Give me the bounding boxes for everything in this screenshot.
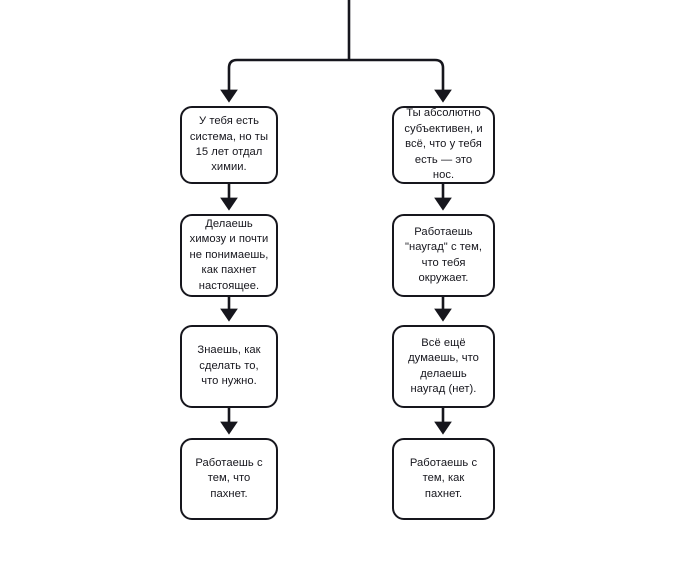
node-label: Работаешь с тем, что пахнет. — [195, 456, 263, 500]
connector-branch-left — [220, 58, 349, 103]
connector-branch-right — [349, 58, 452, 103]
node-label: Всё ещё думаешь, что делаешь наугад (нет… — [408, 336, 479, 395]
flowchart-node-left-4: Работаешь с тем, что пахнет. — [180, 438, 278, 520]
flowchart-node-right-4: Работаешь с тем, как пахнет. — [392, 438, 495, 520]
flowchart-node-left-2: Делаешь химозу и почти не понимаешь, как… — [180, 214, 278, 297]
node-label: Работаешь с тем, как пахнет. — [409, 456, 478, 500]
flowchart-node-left-3: Знаешь, как сделать то, что нужно. — [180, 325, 278, 408]
flowchart-node-right-2: Работаешь "наугад" с тем, что тебя окруж… — [392, 214, 495, 297]
flowchart-node-right-3: Всё ещё думаешь, что делаешь наугад (нет… — [392, 325, 495, 408]
node-label: Знаешь, как сделать то, что нужно. — [197, 344, 261, 388]
node-label: У тебя есть система, но ты 15 лет отдал … — [189, 115, 269, 174]
flowchart-node-right-1: Ты абсолютно субъективен, и всё, что у т… — [392, 106, 495, 184]
node-label: Ты абсолютно субъективен, и всё, что у т… — [404, 107, 483, 182]
node-label: Работаешь "наугад" с тем, что тебя окруж… — [405, 225, 482, 284]
node-label: Делаешь химозу и почти не понимаешь, как… — [189, 217, 269, 292]
flowchart-node-left-1: У тебя есть система, но ты 15 лет отдал … — [180, 106, 278, 184]
